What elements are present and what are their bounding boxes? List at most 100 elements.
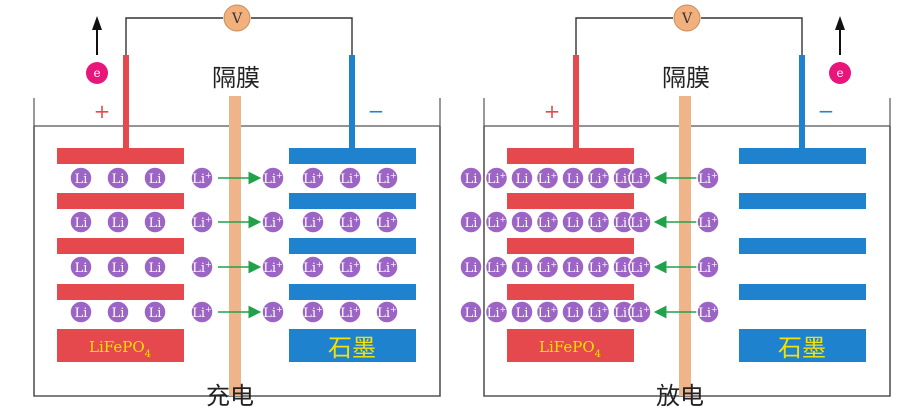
lithium-ion: Li+	[586, 210, 611, 234]
ion-circle	[261, 255, 285, 279]
electron-arrowhead	[835, 16, 845, 30]
ion-label: Li	[567, 216, 580, 231]
ion-label: Li+	[538, 305, 558, 321]
voltmeter-icon	[223, 4, 251, 32]
lithium-ion: Li+	[375, 300, 399, 324]
ion-label: Li+	[698, 215, 718, 231]
lithium-ion: Li+	[696, 255, 720, 279]
ion-label: Li	[149, 216, 162, 231]
ion-label: Li	[516, 216, 529, 231]
ion-label: Li	[567, 261, 580, 276]
lithium-ion: Li	[143, 300, 167, 324]
ion-label: Li	[465, 172, 478, 187]
ion-circle	[628, 255, 652, 279]
lithium-ion: Li+	[190, 210, 214, 234]
ion-label: Li+	[698, 305, 718, 321]
ion-circle	[106, 300, 130, 324]
ion-circle	[338, 210, 362, 234]
ion-circle	[143, 255, 167, 279]
ion-circle	[106, 210, 130, 234]
ion-label: Li	[112, 261, 125, 276]
ion-label: Li+	[192, 171, 212, 187]
separator	[229, 96, 241, 396]
ion-circle	[535, 210, 560, 234]
ion-circle	[459, 166, 483, 190]
lithium-ion: Li+	[338, 255, 362, 279]
lithium-ion: Li	[143, 255, 167, 279]
ion-label: Li	[149, 261, 162, 276]
separator	[679, 96, 691, 396]
ion-label: Li+	[303, 305, 323, 321]
ion-label: Li+	[192, 260, 212, 276]
wire-right	[701, 17, 803, 55]
ion-label: Li+	[377, 305, 397, 321]
cathode-label: LiFePO4	[89, 338, 151, 360]
ion-label: Li+	[340, 305, 360, 321]
anode-plate	[289, 193, 416, 209]
ion-circle	[190, 255, 214, 279]
ion-label: Li	[465, 306, 478, 321]
lithium-ion: Li+	[261, 166, 285, 190]
anode-plate	[739, 238, 866, 254]
lithium-ion: Li+	[535, 300, 560, 324]
lithium-ion: Li+	[375, 166, 399, 190]
cathode-base	[507, 329, 634, 362]
ion-label: Li+	[340, 171, 360, 187]
ion-circle	[261, 300, 285, 324]
ion-label: Li+	[630, 305, 650, 321]
ion-label: Li	[112, 216, 125, 231]
ion-label: Li+	[303, 215, 323, 231]
ion-label: Li+	[303, 260, 323, 276]
negative-lead	[799, 55, 805, 150]
electron-icon	[86, 62, 108, 84]
lithium-ion: Li+	[628, 210, 652, 234]
electron-label: e	[93, 66, 100, 80]
ion-label: Li	[516, 261, 529, 276]
lithium-ion: Li+	[338, 300, 362, 324]
lithium-ion: Li+	[190, 255, 214, 279]
ion-circle	[69, 300, 93, 324]
ion-label: Li	[75, 261, 88, 276]
lithium-ion: Li+	[190, 166, 214, 190]
ion-label: Li+	[303, 171, 323, 187]
ion-label: Li	[516, 306, 529, 321]
lithium-ion: Li	[510, 255, 534, 279]
ion-circle	[586, 300, 611, 324]
ion-circle	[561, 300, 585, 324]
ion-label: Li+	[192, 215, 212, 231]
cathode-label-subscript: 4	[145, 349, 151, 360]
electron-icon	[829, 62, 851, 84]
ion-circle	[69, 210, 93, 234]
positive-sign: +	[544, 99, 561, 123]
lithium-ion: Li	[510, 166, 534, 190]
ion-label: Li+	[377, 260, 397, 276]
cathode-plate	[57, 148, 184, 164]
lithium-ion: Li+	[375, 210, 399, 234]
ion-label: Li	[567, 306, 580, 321]
lithium-ion: Li+	[301, 210, 325, 234]
lithium-ion: Li+	[484, 166, 509, 190]
ion-label: Li+	[340, 215, 360, 231]
anode-plate	[739, 193, 866, 209]
negative-lead	[349, 55, 355, 150]
ion-circle	[510, 300, 534, 324]
cathode-plate	[507, 284, 634, 300]
anode-plate	[289, 238, 416, 254]
lithium-ion: Li	[510, 210, 534, 234]
ion-label: Li+	[589, 171, 609, 187]
ion-label: Li	[465, 216, 478, 231]
ion-label: Li+	[698, 171, 718, 187]
ion-circle	[106, 255, 130, 279]
lithium-ion: Li+	[696, 210, 720, 234]
ion-label: Li+	[263, 260, 283, 276]
lithium-ion: Li+	[586, 166, 611, 190]
ion-circle	[586, 255, 611, 279]
ion-label: Li	[516, 172, 529, 187]
anode-plate	[289, 148, 416, 164]
ion-circle	[459, 255, 483, 279]
ion-label: Li+	[263, 171, 283, 187]
ion-circle	[301, 166, 325, 190]
ion-label: Li+	[377, 215, 397, 231]
